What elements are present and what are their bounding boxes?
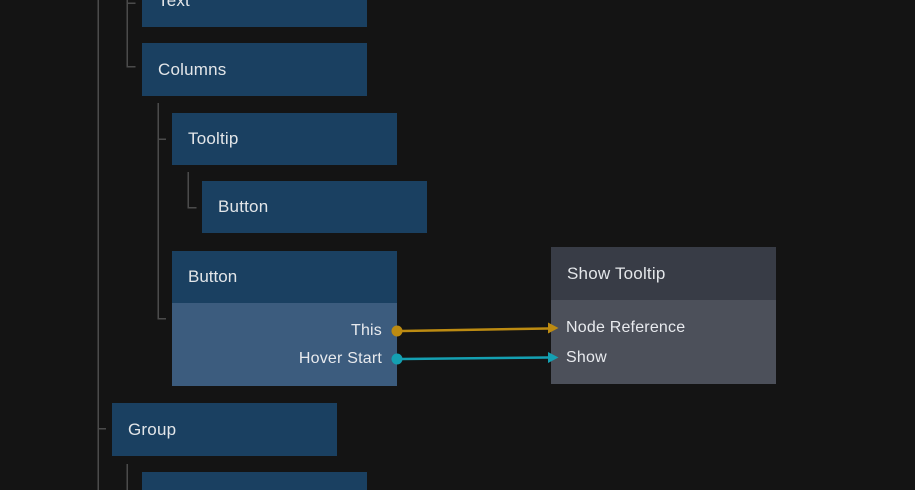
tree-node-tooltip[interactable]: Tooltip: [172, 113, 397, 165]
wire-this-to-node-reference[interactable]: [391, 322, 559, 337]
connector-tooltip-children-line: [187, 172, 197, 209]
tree-node-group[interactable]: Group: [112, 403, 337, 456]
action-panel-show-tooltip[interactable]: Show Tooltip Node Reference Show: [551, 247, 776, 384]
connector-root-line: [97, 0, 106, 490]
tree-node-text[interactable]: Text: [142, 0, 367, 27]
output-port-this-label: This: [350, 322, 382, 339]
button-node-header[interactable]: Button: [172, 251, 397, 303]
connector-level1-line: [126, 0, 136, 68]
output-port-this[interactable]: This: [351, 321, 382, 341]
tree-node-columns[interactable]: Columns: [142, 43, 367, 96]
tree-node-columns-label: Columns: [158, 59, 227, 79]
connector-columns-children-line: [157, 103, 166, 320]
wire-this-line: [401, 327, 549, 333]
wire-hover-start-to-show[interactable]: [391, 352, 559, 365]
action-panel-body: Node Reference Show: [551, 300, 776, 384]
tree-node-bottom-partial[interactable]: [142, 472, 367, 490]
input-field-node-reference[interactable]: Node Reference: [566, 318, 685, 338]
tree-node-button-selected[interactable]: Button This Hover Start: [172, 251, 397, 386]
action-panel-title: Show Tooltip: [567, 263, 666, 283]
button-node-ports: This Hover Start: [172, 303, 397, 386]
tree-node-text-label: Text: [158, 0, 190, 10]
input-field-show[interactable]: Show: [566, 348, 607, 368]
input-field-show-label: Show: [566, 349, 607, 366]
input-field-node-reference-label: Node Reference: [566, 319, 686, 336]
tree-node-group-label: Group: [128, 419, 177, 439]
tree-node-button-child-label: Button: [218, 197, 269, 216]
button-node-label: Button: [188, 267, 238, 286]
output-port-hover-start[interactable]: Hover Start: [299, 349, 382, 369]
tree-node-button-child[interactable]: Button: [202, 181, 427, 233]
tree-node-tooltip-label: Tooltip: [188, 129, 239, 148]
output-port-hover-start-label: Hover Start: [298, 350, 382, 367]
wire-hover-start-line: [401, 356, 549, 361]
action-panel-header[interactable]: Show Tooltip: [551, 247, 776, 300]
